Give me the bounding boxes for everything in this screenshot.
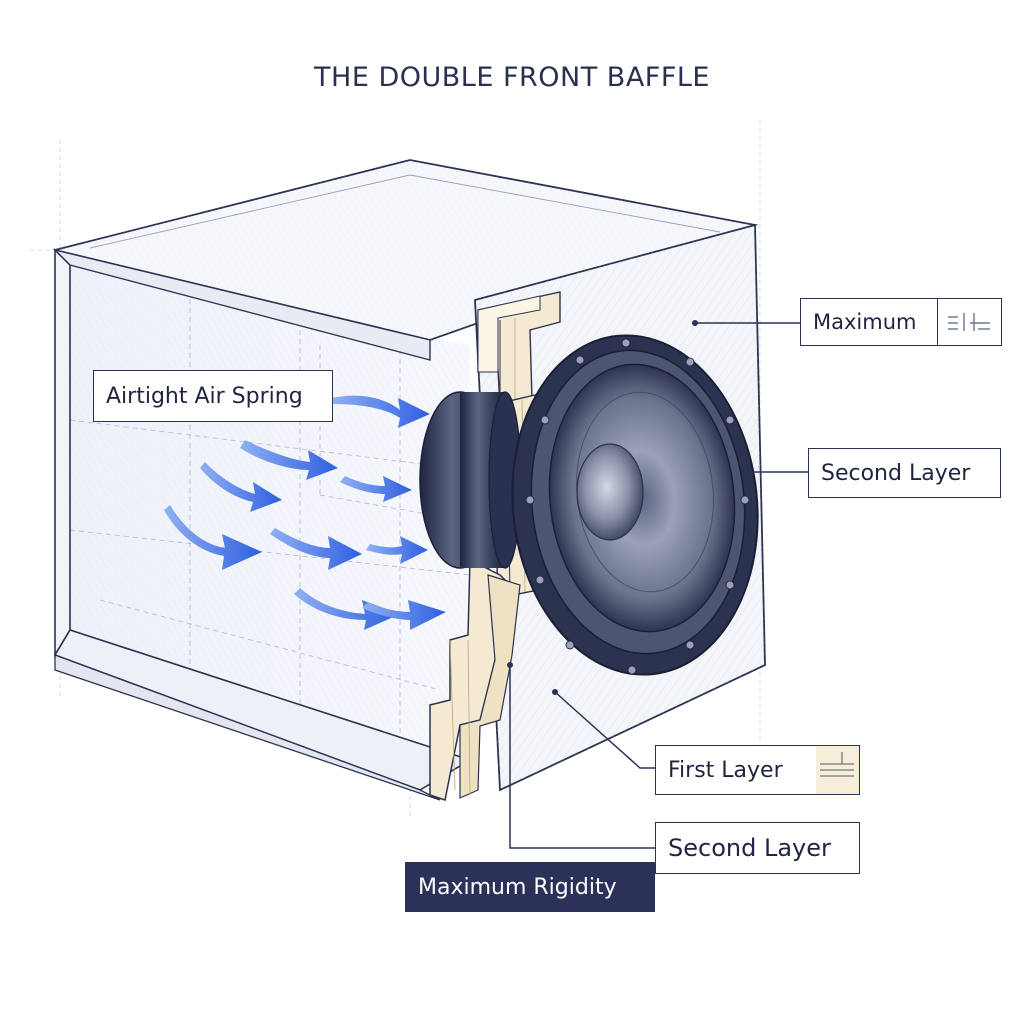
label-text: First Layer <box>668 757 783 783</box>
baffle-layer-edge-top <box>477 291 561 407</box>
airflow-arrows <box>164 395 446 630</box>
airflow-arrow <box>270 528 362 570</box>
label-text: Maximum <box>813 310 917 334</box>
layer-symbol-icon <box>816 746 859 794</box>
airflow-arrow <box>240 440 338 480</box>
label-text: Second Layer <box>821 460 971 486</box>
speaker-driver <box>511 334 759 676</box>
label-text: Airtight Air Spring <box>106 383 303 409</box>
label-text: Maximum Rigidity <box>418 874 617 900</box>
label-second-layer-bottom: Second Layer <box>655 822 860 874</box>
leader-line-second-layer-bottom <box>509 665 655 849</box>
airflow-arrow <box>294 588 400 630</box>
label-second-layer-top: Second Layer <box>808 448 1001 498</box>
dust-cap <box>576 443 644 541</box>
label-maximum: Maximum <box>800 298 1002 346</box>
label-first-layer: First Layer <box>655 745 860 795</box>
airflow-arrow <box>366 536 428 564</box>
airflow-arrow <box>332 395 430 428</box>
leader-line-first-layer <box>554 691 655 769</box>
label-airtight-air-spring: Airtight Air Spring <box>93 370 333 422</box>
airflow-arrow <box>200 462 282 512</box>
layer-symbol-icon <box>937 299 1002 345</box>
leader-dot <box>552 689 558 695</box>
airflow-arrow <box>340 476 412 502</box>
box-left-edge <box>54 248 71 658</box>
label-maximum-rigidity: Maximum Rigidity <box>405 862 655 912</box>
leader-lines <box>509 322 808 849</box>
diagram-title: THE DOUBLE FRONT BAFFLE <box>314 62 710 93</box>
mounting-screws <box>525 338 750 675</box>
label-text: Second Layer <box>668 834 831 862</box>
airflow-arrow <box>164 505 262 570</box>
baffle-layer-edge-bottom <box>429 558 521 801</box>
leader-dot <box>692 320 698 326</box>
leader-dot <box>507 662 513 668</box>
airflow-arrow <box>362 600 446 630</box>
speaker-magnet <box>419 391 522 569</box>
